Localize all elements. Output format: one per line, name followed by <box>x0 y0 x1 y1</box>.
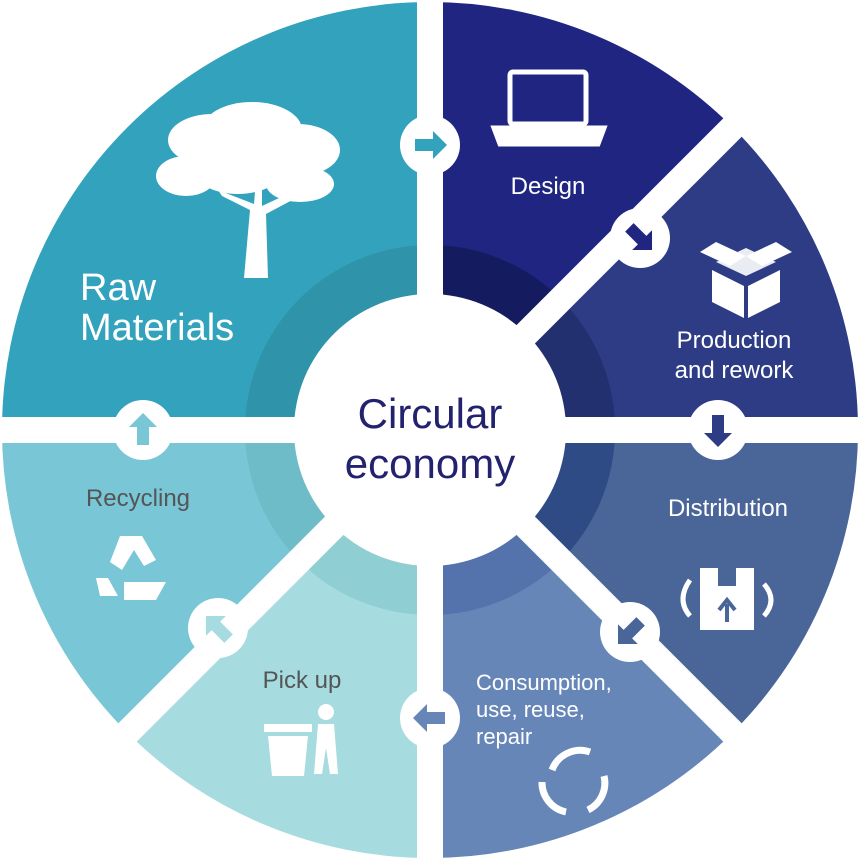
label-production-line1: Production <box>677 327 792 354</box>
label-design-line1: Design <box>511 173 586 200</box>
flow-arrows <box>113 115 748 748</box>
package-icon <box>680 568 774 630</box>
recycle-icon <box>96 536 166 600</box>
arrow-up-left-icon <box>188 598 248 658</box>
label-production-line2: and rework <box>675 357 795 384</box>
label-raw-materials-line1: Raw <box>80 267 157 309</box>
cycle-arrows-icon <box>538 746 609 816</box>
label-raw-materials-line2: Materials <box>80 307 234 349</box>
arrow-down-left-icon <box>600 602 660 662</box>
label-consumption-line2: use, reuse, <box>476 697 585 722</box>
center-title-line2: economy <box>345 440 515 487</box>
arrow-down-right-icon <box>610 208 670 268</box>
trash-bin-person-icon <box>264 704 338 776</box>
arrow-right-icon <box>400 115 460 175</box>
center-circle <box>294 294 566 566</box>
center-title-line1: Circular <box>358 390 503 437</box>
arrow-down-icon <box>688 400 748 460</box>
label-pick-up-line1: Pick up <box>263 667 342 694</box>
label-consumption-line1: Consumption, <box>476 670 612 695</box>
label-consumption-line3: repair <box>476 724 532 749</box>
open-box-icon <box>700 242 792 318</box>
laptop-icon <box>490 69 608 147</box>
label-distribution-line1: Distribution <box>668 495 788 522</box>
tree-icon <box>156 102 340 278</box>
arrow-left-icon <box>400 688 460 748</box>
arrow-up-icon <box>113 400 173 460</box>
label-recycling-line1: Recycling <box>86 485 190 512</box>
